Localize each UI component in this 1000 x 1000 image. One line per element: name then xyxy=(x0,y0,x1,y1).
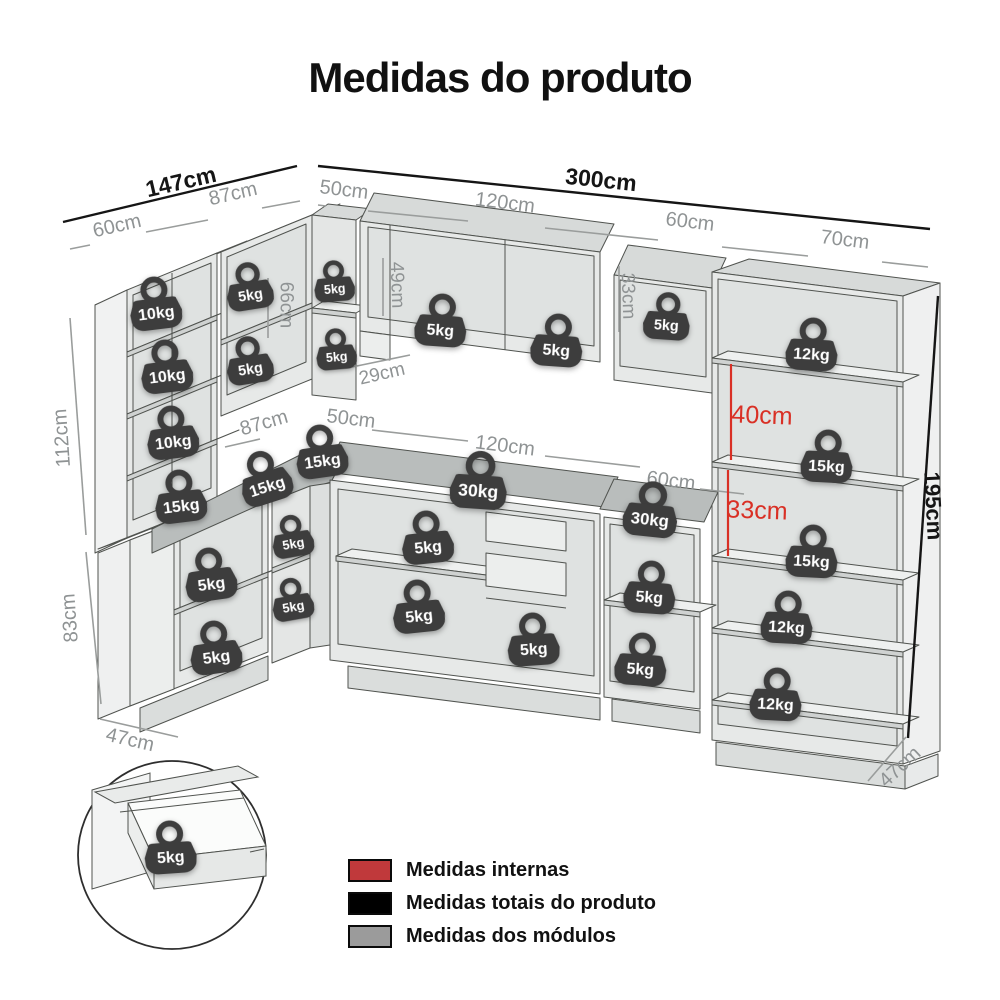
kettlebell-body-icon: 30kg xyxy=(621,501,679,539)
dim-label-33cm: 33cm xyxy=(725,495,789,526)
dimension-lines xyxy=(62,164,940,782)
dim-label-33cm: 33cm xyxy=(616,272,640,320)
weight-capacity-badge-15kg: 15kg xyxy=(785,523,840,579)
weight-capacity-badge-30kg: 30kg xyxy=(621,478,681,539)
weight-capacity-badge-5kg: 5kg xyxy=(642,291,692,342)
kettlebell-body-icon: 10kg xyxy=(146,424,201,461)
kettlebell-body-icon: 30kg xyxy=(448,473,507,511)
dim-label-66cm: 66cm xyxy=(275,281,297,329)
weight-capacity-badge-12kg: 12kg xyxy=(749,666,804,722)
weight-capacity-badge-5kg: 5kg xyxy=(613,631,669,687)
weight-capacity-badge-12kg: 12kg xyxy=(760,589,815,645)
weight-capacity-badge-5kg: 5kg xyxy=(413,292,469,348)
legend-row-total: Medidas totais do produto xyxy=(348,891,656,915)
page-title: Medidas do produto xyxy=(308,54,692,101)
kettlebell-body-icon: 5kg xyxy=(642,310,691,341)
weight-capacity-badge-5kg: 5kg xyxy=(142,819,198,875)
weight-capacity-badge-5kg: 5kg xyxy=(505,611,561,667)
kettlebell-body-icon: 10kg xyxy=(129,295,184,332)
weight-capacity-badge-5kg: 5kg xyxy=(186,617,245,677)
weight-capacity-badge-5kg: 5kg xyxy=(268,575,316,624)
legend-swatch-black xyxy=(348,891,392,915)
weight-capacity-badge-10kg: 10kg xyxy=(137,337,195,396)
legend-row-internal: Medidas internas xyxy=(348,858,656,882)
legend-label: Medidas dos módulos xyxy=(406,924,617,947)
kettlebell-body-icon: 12kg xyxy=(785,338,839,372)
weight-capacity-badge-30kg: 30kg xyxy=(448,449,509,511)
legend-row-modules: Medidas dos módulos xyxy=(348,924,656,948)
legend-label: Medidas totais do produto xyxy=(406,891,656,914)
weight-capacity-badge-5kg: 5kg xyxy=(312,259,356,304)
weight-capacity-badge-15kg: 15kg xyxy=(292,421,351,481)
weight-capacity-badge-5kg: 5kg xyxy=(222,259,276,313)
cabinet-shapes xyxy=(94,192,941,790)
dim-label-40cm: 40cm xyxy=(730,400,794,431)
weight-capacity-badge-5kg: 5kg xyxy=(398,508,455,566)
weight-capacity-badge-10kg: 10kg xyxy=(143,403,201,462)
kettlebell-body-icon: 12kg xyxy=(760,611,814,645)
weight-capacity-badge-5kg: 5kg xyxy=(314,327,358,372)
weight-capacity-badge-15kg: 15kg xyxy=(800,428,855,484)
dim-label-49cm: 49cm xyxy=(385,261,409,309)
legend-label: Medidas internas xyxy=(406,858,570,881)
legend-swatch-red xyxy=(348,858,392,882)
weight-capacity-badge-5kg: 5kg xyxy=(529,312,585,368)
weight-capacity-badge-5kg: 5kg xyxy=(622,559,678,615)
kettlebell-body-icon: 5kg xyxy=(401,530,456,566)
weight-capacity-badge-15kg: 15kg xyxy=(151,467,209,526)
dim-label-112cm: 112cm xyxy=(48,408,76,468)
kettlebell-body-icon: 5kg xyxy=(622,581,676,616)
legend-swatch-gray xyxy=(348,924,392,948)
weight-capacity-badge-12kg: 12kg xyxy=(785,316,840,372)
kettlebell-body-icon: 5kg xyxy=(315,344,358,372)
kettlebell-body-icon: 5kg xyxy=(613,653,667,688)
kettlebell-body-icon: 15kg xyxy=(785,545,839,579)
dim-label-195cm: 195cm xyxy=(919,471,948,541)
kettlebell-body-icon: 5kg xyxy=(313,276,356,304)
kettlebell-body-icon: 12kg xyxy=(749,688,803,722)
weight-capacity-badge-5kg: 5kg xyxy=(181,544,240,604)
dim-label-83cm: 83cm xyxy=(57,592,83,644)
kettlebell-body-icon: 5kg xyxy=(529,334,583,369)
weight-capacity-badge-10kg: 10kg xyxy=(126,274,184,333)
weight-capacity-badge-5kg: 5kg xyxy=(222,333,276,387)
kettlebell-body-icon: 5kg xyxy=(144,841,198,876)
legend: Medidas internas Medidas totais do produ… xyxy=(348,858,656,957)
kettlebell-body-icon: 15kg xyxy=(800,450,854,484)
kettlebell-body-icon: 5kg xyxy=(392,599,447,635)
kettlebell-body-icon: 5kg xyxy=(507,633,561,668)
kettlebell-body-icon: 5kg xyxy=(413,314,467,349)
weight-capacity-badge-5kg: 5kg xyxy=(268,512,316,561)
kettlebell-body-icon: 10kg xyxy=(140,358,195,395)
kettlebell-body-icon: 15kg xyxy=(154,488,209,525)
weight-capacity-badge-5kg: 5kg xyxy=(389,577,446,635)
